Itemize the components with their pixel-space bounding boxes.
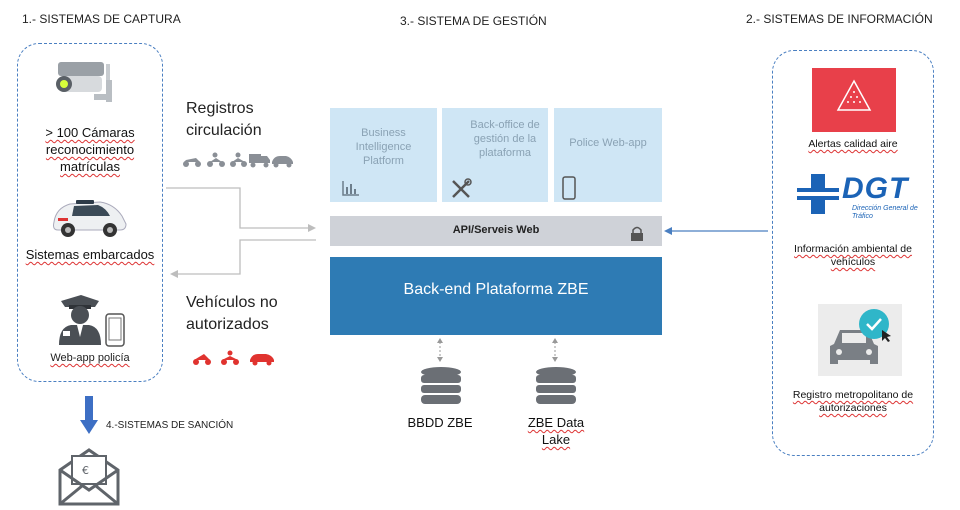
tile-bi-platform: Business Intelligence Platform — [330, 108, 437, 202]
police-label: Web-app policía — [50, 352, 130, 364]
vehicles-red-icon — [193, 350, 274, 366]
arrow-down-icon — [80, 396, 98, 434]
db-datalake-label: ZBE Data Lake — [527, 415, 585, 447]
sanction-title: 4.-SISTEMAS DE SANCIÓN — [106, 420, 234, 431]
chart-icon — [342, 181, 359, 196]
vehicles-grey-icon — [183, 152, 293, 168]
backend-label: Back-end Plataforma ZBE — [403, 281, 589, 298]
datalake-icon — [536, 367, 576, 404]
capture-panel — [17, 43, 163, 382]
onboard-label: Sistemas embarcados — [25, 247, 155, 262]
mobile-icon — [562, 176, 576, 200]
tile-back-office: Back-office de gestión de la plataforma — [442, 108, 548, 202]
warning-triangle-icon — [836, 79, 872, 111]
air-alert-tile — [812, 68, 896, 132]
cameras-label: > 100 Cámaras reconocimiento matrículas — [45, 125, 135, 174]
air-alert-label: Alertas calidad aire — [808, 138, 898, 150]
database-icon — [421, 367, 461, 404]
check-badge-icon — [859, 309, 891, 342]
car-icon — [53, 200, 127, 237]
car-front-icon — [830, 330, 878, 364]
camera-icon — [56, 62, 112, 102]
dgt-logo: DGT — [842, 172, 909, 205]
svg-text:€: € — [82, 464, 89, 477]
police-officer-icon — [59, 295, 101, 345]
information-panel — [772, 50, 934, 456]
registros-label: Registros circulación — [186, 100, 262, 139]
dgt-emblem-icon — [797, 174, 839, 214]
tools-icon — [452, 178, 472, 198]
phone-icon — [105, 313, 125, 347]
envelope-euro-icon: € — [58, 448, 120, 506]
dgt-info-label: Información ambiental de vehículos — [794, 243, 912, 268]
management-title: 3.- SISTEMA DE GESTIÓN — [400, 14, 547, 28]
information-title: 2.- SISTEMAS DE INFORMACIÓN — [746, 12, 933, 26]
tile-police-webapp: Police Web-app — [554, 108, 662, 202]
lock-icon — [631, 226, 643, 241]
capture-title: 1.- SISTEMAS DE CAPTURA — [22, 12, 181, 26]
registry-label: Registro metropolitano de autorizaciones — [792, 389, 914, 414]
dgt-subtitle: Dirección General de Tráfico — [852, 205, 918, 220]
no-autorizados-label: Vehículos no autorizados — [186, 294, 278, 333]
registry-tile — [818, 304, 902, 376]
backend-block: Back-end Plataforma ZBE — [330, 257, 662, 335]
db-bbdd-label: BBDD ZBE — [407, 415, 473, 430]
api-bar: API/Serveis Web — [330, 216, 662, 246]
